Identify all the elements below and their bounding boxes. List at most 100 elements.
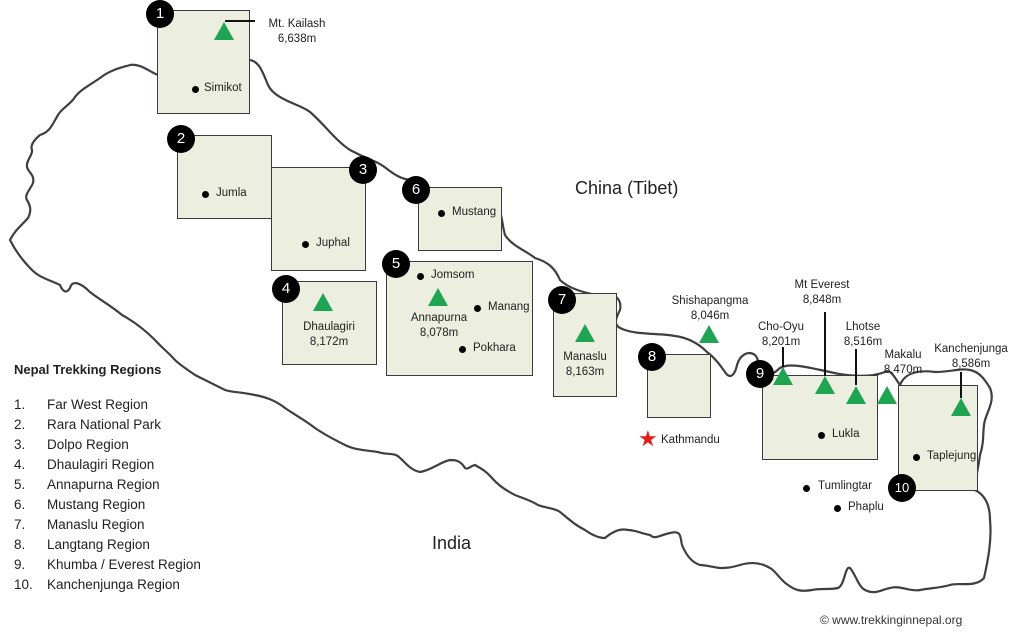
legend-item: 10.Kanchenjunga Region xyxy=(14,575,201,595)
legend-item-number: 6. xyxy=(14,497,26,512)
town-label-mustang: Mustang xyxy=(452,206,497,218)
peak-height-lhotse: 8,516m xyxy=(843,336,883,348)
legend-item-number: 4. xyxy=(14,457,26,472)
legend-item-number: 5. xyxy=(14,477,26,492)
peak-label-annapurna: Annapurna 8,078m xyxy=(411,311,467,341)
legend: Nepal Trekking Regions 1. Far West Region… xyxy=(14,362,201,595)
peak-height-annapurna: 8,078m xyxy=(419,327,459,339)
peak-name-annapurna: Annapurna xyxy=(410,312,468,324)
legend-item-label: Khumba / Everest Region xyxy=(47,557,201,572)
capital-label-kathmandu: Kathmandu xyxy=(661,434,720,446)
peak-label-makalu: Makalu 8,470m xyxy=(884,348,922,378)
town-label-manang: Manang xyxy=(488,301,530,313)
country-label-india: India xyxy=(432,533,472,553)
legend-item-number: 7. xyxy=(14,517,26,532)
town-label-taplejung: Taplejung xyxy=(927,450,977,462)
peak-height-shishapangma: 8,046m xyxy=(690,310,730,322)
legend-item-label: Manaslu Region xyxy=(47,517,145,532)
region-badge-2: 2 xyxy=(167,125,195,153)
peak-icon-kailash xyxy=(214,22,234,40)
region-box-dolpo[interactable] xyxy=(271,167,366,271)
peak-icon-shishapangma xyxy=(699,325,719,343)
copyright-link[interactable]: © www.trekkinginnepal.org xyxy=(820,613,963,627)
region-box-manaslu[interactable] xyxy=(553,293,617,397)
peak-label-manaslu: Manaslu 8,163m xyxy=(563,350,606,380)
town-marker-simikot xyxy=(192,86,199,93)
town-marker-taplejung xyxy=(913,454,920,461)
legend-item: 6. Mustang Region xyxy=(14,495,201,515)
region-badge-7: 7 xyxy=(548,286,576,314)
legend-item: 7. Manaslu Region xyxy=(14,515,201,535)
peak-height-dhaulagiri: 8,172m xyxy=(309,336,349,348)
region-badge-6: 6 xyxy=(402,176,430,204)
legend-item-label: Far West Region xyxy=(47,397,149,412)
legend-item-label: Rara National Park xyxy=(47,417,162,432)
legend-item: 8.Langtang Region xyxy=(14,535,201,555)
town-marker-tumlingtar xyxy=(803,485,810,492)
peak-icon-dhaulagiri xyxy=(313,293,333,311)
peak-label-kanchenjunga: Kanchenjunga 8,586m xyxy=(934,342,1008,372)
town-marker-jomsom xyxy=(417,273,424,280)
town-label-pokhara: Pokhara xyxy=(473,342,516,354)
peak-name-kanchenjunga: Kanchenjunga xyxy=(934,343,1008,355)
peak-icon-cho-oyu xyxy=(773,367,793,385)
peak-name-dhaulagiri: Dhaulagiri xyxy=(303,321,355,333)
legend-item-number: 3. xyxy=(14,437,26,452)
legend-item: 2. Rara National Park xyxy=(14,415,201,435)
peak-label-kailash: Mt. Kailash 6,638m xyxy=(269,17,326,47)
peak-name-shishapangma: Shishapangma xyxy=(671,295,749,307)
town-label-lukla: Lukla xyxy=(832,428,860,440)
peak-icon-manaslu xyxy=(575,324,595,342)
town-marker-jumla xyxy=(202,191,209,198)
peak-height-cho-oyu: 8,201m xyxy=(761,336,801,348)
town-marker-juphal xyxy=(302,241,309,248)
town-label-jumla: Jumla xyxy=(216,187,247,199)
town-marker-manang xyxy=(474,305,481,312)
town-marker-pokhara xyxy=(459,346,466,353)
town-marker-lukla xyxy=(818,432,825,439)
region-badge-4: 4 xyxy=(272,275,300,303)
country-label-china: China (Tibet) xyxy=(575,178,679,198)
legend-item-number: 8. xyxy=(14,537,26,552)
town-label-jomsom: Jomsom xyxy=(431,269,475,281)
peak-leader-cho-oyu xyxy=(782,347,784,367)
region-box-mustang[interactable] xyxy=(418,187,502,251)
region-box-annapurna[interactable] xyxy=(386,261,533,376)
peak-icon-everest xyxy=(815,376,835,394)
town-marker-phaplu xyxy=(834,505,841,512)
peak-label-shishapangma: Shishapangma 8,046m xyxy=(672,294,749,324)
legend-item-label: Kanchenjunga Region xyxy=(47,577,180,592)
legend-item-label: Dolpo Region xyxy=(47,437,129,452)
peak-leader-kailash-h xyxy=(225,20,255,22)
region-badge-8: 8 xyxy=(638,343,666,371)
legend-item-label: Annapurna Region xyxy=(47,477,160,492)
town-label-juphal: Juphal xyxy=(316,237,350,249)
legend-item: 4. Dhaulagiri Region xyxy=(14,455,201,475)
peak-label-lhotse: Lhotse 8,516m xyxy=(844,320,882,350)
region-badge-9: 9 xyxy=(746,360,774,388)
peak-icon-lhotse xyxy=(846,386,866,404)
region-box-langtang[interactable] xyxy=(647,354,711,418)
peak-height-makalu: 8,470m xyxy=(883,364,923,376)
legend-title: Nepal Trekking Regions xyxy=(14,362,162,377)
peak-name-cho-oyu: Cho-Oyu xyxy=(757,321,805,333)
legend-item-number: 2. xyxy=(14,417,26,432)
legend-item-label: Dhaulagiri Region xyxy=(47,457,155,472)
peak-icon-kanchenjunga xyxy=(951,398,971,416)
peak-label-everest: Mt Everest 8,848m xyxy=(795,278,850,308)
peak-icon-makalu xyxy=(877,386,897,404)
peak-name-lhotse: Lhotse xyxy=(845,321,881,333)
legend-item-label: Mustang Region xyxy=(47,497,146,512)
region-badge-10: 10 xyxy=(888,474,916,502)
peak-leader-everest xyxy=(824,312,826,376)
peak-icon-annapurna xyxy=(428,288,448,306)
region-badge-5: 5 xyxy=(382,250,410,278)
region-box-far-west[interactable] xyxy=(157,10,250,114)
legend-item-number: 1. xyxy=(14,397,26,412)
peak-height-kailash: 6,638m xyxy=(277,33,317,45)
peak-height-kanchenjunga: 8,586m xyxy=(951,358,991,370)
peak-label-dhaulagiri: Dhaulagiri 8,172m xyxy=(303,320,355,350)
peak-label-cho-oyu: Cho-Oyu 8,201m xyxy=(758,320,804,350)
peak-name-everest: Mt Everest xyxy=(794,279,850,291)
